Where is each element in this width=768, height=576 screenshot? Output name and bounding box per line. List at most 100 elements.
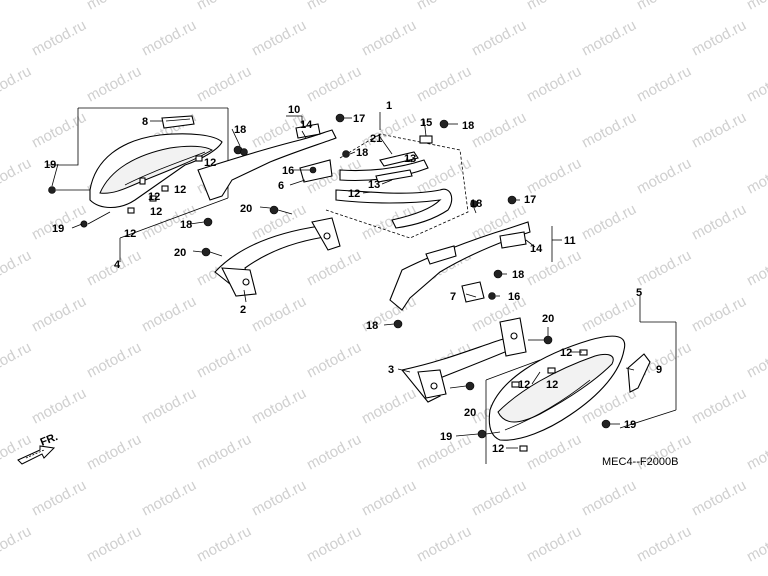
fasteners-left (48, 145, 243, 228)
watermark-text: motod.ru (634, 63, 694, 106)
watermark-text: motod.ru (469, 17, 529, 60)
group-10-bracket-lines (286, 115, 303, 124)
watermark-text: motod.ru (194, 431, 254, 474)
watermark-text: motod.ru (29, 109, 89, 152)
side-stay-11 (389, 221, 531, 311)
watermark-text: motod.ru (744, 523, 768, 566)
watermark-text: motod.ru (524, 523, 584, 566)
watermark-text: motod.ru (249, 17, 309, 60)
watermark-text: motod.ru (84, 523, 144, 566)
callout-18: 18 (234, 124, 246, 136)
watermark-text: motod.ru (29, 477, 89, 520)
watermark-text: motod.ru (579, 201, 639, 244)
watermark-text: motod.ru (744, 247, 768, 290)
seat-cowl-emblem-9 (627, 353, 651, 393)
callout-12: 12 (174, 184, 186, 196)
watermark-text: motod.ru (0, 247, 34, 290)
callout-12: 12 (518, 379, 530, 391)
watermark-text: motod.ru (579, 293, 639, 336)
watermark-text: motod.ru (359, 477, 419, 520)
watermark-text: motod.ru (359, 17, 419, 60)
watermark-text: motod.ru (524, 431, 584, 474)
watermark-text: motod.ru (579, 17, 639, 60)
front-label: FR. (39, 431, 60, 449)
watermark-text: motod.ru (194, 339, 254, 382)
callout-9: 9 (656, 364, 662, 376)
callout-17: 17 (353, 113, 365, 125)
callout-2: 2 (240, 304, 246, 316)
watermark-text: motod.ru (249, 385, 309, 428)
watermark-text: motod.ru (579, 109, 639, 152)
watermark-text: motod.ru (84, 339, 144, 382)
fasteners-right (477, 349, 611, 452)
watermark-text: motod.ru (744, 63, 768, 106)
callout-20: 20 (464, 407, 476, 419)
callout-16: 16 (508, 291, 520, 303)
seat-cowl-emblem-8 (161, 115, 195, 129)
watermark-text: motod.ru (304, 247, 364, 290)
callout-18: 18 (180, 219, 192, 231)
watermark-text: motod.ru (0, 431, 34, 474)
callout-14: 14 (530, 243, 543, 255)
leader-lines (51, 117, 635, 449)
watermark-text: motod.ru (634, 155, 694, 198)
bracket-2 (214, 217, 341, 297)
watermark-text: motod.ru (0, 339, 34, 382)
callout-18: 18 (512, 269, 524, 281)
watermark-text: motod.ru (524, 63, 584, 106)
watermark-text: motod.ru (139, 293, 199, 336)
watermark-text: motod.ru (634, 523, 694, 566)
watermark-text: motod.ru (689, 385, 749, 428)
watermark-text: motod.ru (194, 523, 254, 566)
watermark-text: motod.ru (524, 0, 584, 14)
watermark-text: motod.ru (304, 523, 364, 566)
watermark-text: motod.ru (194, 63, 254, 106)
callout-6: 6 (278, 180, 284, 192)
callout-labels: 8 18 12 19 12 12 12 12 19 4 18 20 20 2 1… (44, 100, 662, 455)
bracket-3 (401, 317, 527, 403)
watermark-text: motod.ru (359, 109, 419, 152)
callout-7: 7 (450, 291, 456, 303)
callout-8: 8 (142, 116, 148, 128)
watermark-text: motod.ru (194, 0, 254, 14)
watermark-text: motod.ru (84, 63, 144, 106)
callout-19: 19 (52, 223, 64, 235)
watermark-text: motod.ru (84, 431, 144, 474)
callout-21: 21 (370, 133, 382, 145)
watermark-text: motod.ru (139, 477, 199, 520)
watermark-text: motod.ru (689, 477, 749, 520)
watermark-text: motod.ru (469, 477, 529, 520)
callout-19: 19 (624, 419, 636, 431)
watermark-text: motod.ru (0, 523, 34, 566)
watermark-text: motod.ru (634, 0, 694, 14)
watermark-text: motod.ru (579, 477, 639, 520)
watermark-text: motod.ru (744, 155, 768, 198)
callout-12: 12 (204, 157, 216, 169)
callout-5: 5 (636, 287, 642, 299)
callout-12: 12 (124, 228, 136, 240)
watermark-text: motod.ru (0, 0, 34, 14)
watermark-text: motod.ru (689, 293, 749, 336)
watermark-text: motod.ru (689, 109, 749, 152)
callout-20: 20 (174, 247, 186, 259)
callout-12: 12 (560, 347, 572, 359)
watermark-text: motod.ru (304, 339, 364, 382)
watermark-text: motod.ru (29, 385, 89, 428)
watermark-text: motod.ru (634, 247, 694, 290)
watermark-text: motod.ru (414, 63, 474, 106)
rear-frame-piece (335, 135, 453, 229)
fasteners-10 (240, 113, 345, 174)
callout-13: 13 (368, 179, 380, 191)
callout-1: 1 (386, 100, 392, 112)
watermark-text: motod.ru (0, 155, 34, 198)
seat-cowl-right (488, 335, 626, 441)
watermark-text: motod.ru (304, 63, 364, 106)
fasteners-2 (201, 205, 293, 257)
watermark-text: motod.ru (29, 293, 89, 336)
watermark-text: motod.ru (0, 63, 34, 106)
group-11-bracket-lines (551, 226, 562, 262)
watermark-text: motod.ru (744, 431, 768, 474)
